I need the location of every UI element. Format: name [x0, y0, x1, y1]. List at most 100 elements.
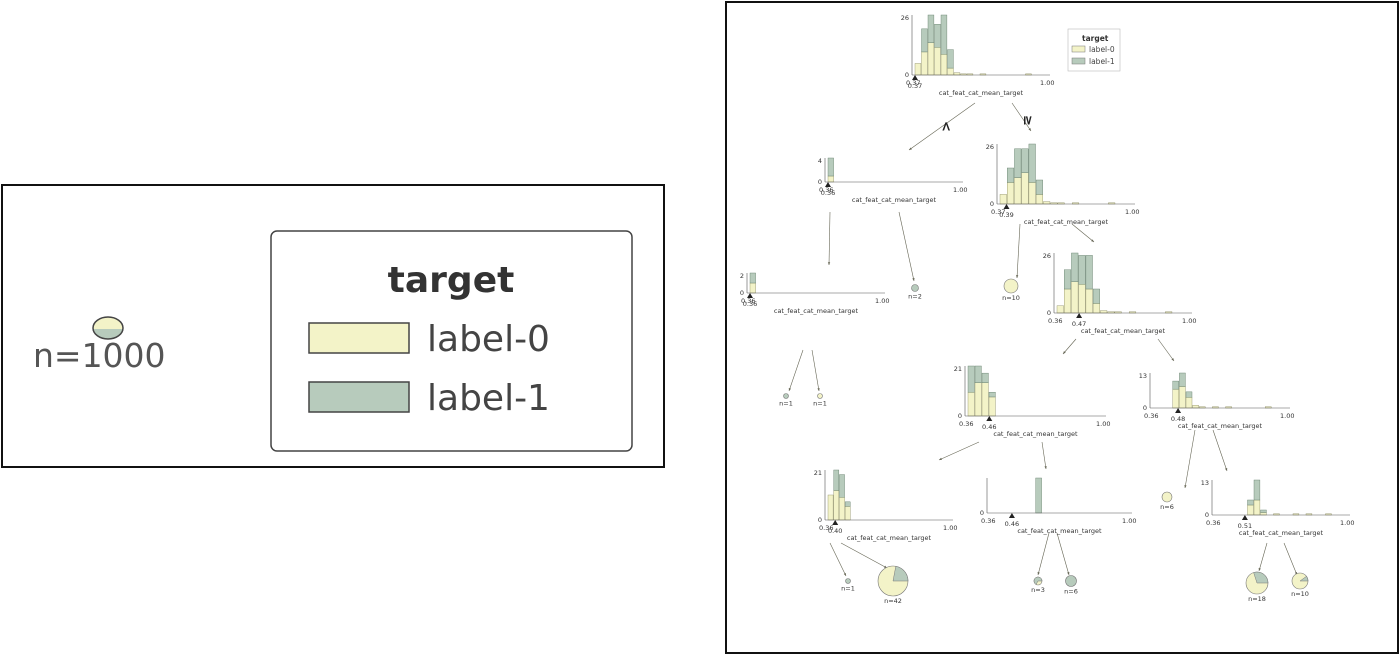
hist-bar-label-1: [947, 49, 954, 69]
hist-bar-label-0: [974, 382, 982, 417]
edge-arrowhead: [1063, 351, 1066, 354]
split-marker: [1076, 313, 1083, 318]
feature-label: cat_feat_cat_mean_target: [1239, 529, 1324, 537]
x-tick-min: 0.36: [819, 524, 833, 532]
hist-bar-label-0: [1028, 182, 1036, 205]
leaf-node-leaf-6b: n=6: [1064, 575, 1078, 596]
y-tick-zero: 0: [958, 412, 962, 420]
hist-bar-label-1: [1071, 252, 1079, 282]
root-pie-icon: [92, 316, 124, 340]
hist-bar-label-0: [934, 47, 941, 76]
feature-label: cat_feat_cat_mean_target: [1178, 422, 1263, 430]
tree-edge: [1157, 338, 1175, 362]
tree-legend: target label-0 label-1: [1067, 28, 1121, 72]
hist-bar-label-1: [1085, 255, 1093, 290]
feature-label: cat_feat_cat_mean_target: [774, 307, 859, 315]
leaf-node-leaf-2: n=2: [908, 284, 922, 301]
feature-label: cat_feat_cat_mean_target: [993, 430, 1078, 438]
y-tick-max: 21: [814, 469, 822, 477]
legend-swatch-label-1: [308, 381, 410, 413]
tree-edge: [1062, 338, 1077, 355]
x-tick-min: 0.37: [991, 208, 1005, 216]
split-marker: [986, 416, 993, 421]
leaf-node-leaf-18: n=18: [1245, 571, 1269, 603]
y-tick-zero: 0: [905, 71, 909, 79]
hist-bar-label-1: [1014, 148, 1022, 178]
hist-bar-label-1: [749, 272, 756, 284]
leaf-node-leaf-6a: n=6: [1160, 491, 1174, 511]
hist-bar-label-0: [1085, 288, 1093, 314]
x-tick-min: 0.37: [906, 79, 920, 87]
split-value-label: 0.46: [982, 423, 996, 431]
edge-arrowhead: [1044, 466, 1047, 469]
tree-edge: [898, 211, 915, 282]
hist-bar-label-1: [981, 372, 989, 383]
leaf-count-label: n=42: [884, 597, 902, 605]
edge-arrowhead: [843, 573, 846, 576]
x-tick-max: 1.00: [1340, 519, 1354, 527]
y-tick-max: 21: [954, 365, 962, 373]
x-tick-min: 0.36: [819, 186, 833, 194]
root-pie-label0-slice: [93, 317, 123, 329]
hist-bar-label-1: [967, 365, 975, 393]
x-tick-max: 1.00: [1096, 420, 1110, 428]
hist-bar-label-0: [827, 175, 834, 183]
edge-arrowhead: [1028, 128, 1031, 131]
hist-bar-label-0: [967, 391, 975, 417]
split-value-label: 0.40: [828, 527, 842, 535]
leaf-node-leaf-42: n=42: [877, 565, 909, 605]
tree-edge: [1184, 429, 1196, 489]
leaf-count-label: n=18: [1248, 595, 1266, 603]
split-marker: [1175, 408, 1182, 413]
summary-legend: target label-0 label-1: [270, 230, 633, 452]
leaf-count-label: n=6: [1160, 503, 1174, 511]
tree-edge: [811, 349, 820, 392]
leaf-pie: [1161, 491, 1173, 503]
x-tick-max: 1.00: [1040, 79, 1054, 87]
hist-bar-label-0: [1071, 281, 1079, 314]
x-tick-min: 0.36: [1144, 412, 1158, 420]
x-tick-min: 0.36: [741, 297, 755, 305]
leaf-pie-label-1: [892, 565, 909, 582]
y-tick-zero: 0: [818, 516, 822, 524]
y-tick-zero: 0: [980, 509, 984, 517]
x-tick-max: 1.00: [1182, 317, 1196, 325]
hist-bar-label-0: [1056, 305, 1064, 314]
hist-bar-label-1: [1035, 179, 1043, 195]
split-value-label: 0.36: [821, 189, 835, 197]
tree-edge: [938, 441, 980, 461]
hist-bar-label-0: [1035, 194, 1043, 205]
hist-bar-label-1: [940, 14, 948, 55]
hist-bar-label-1: [1253, 479, 1261, 501]
tree-edge: [1283, 542, 1298, 576]
leaf-count-label: n=1: [813, 400, 827, 408]
hist-bar-label-0: [1247, 504, 1254, 516]
hist-bar-label-0: [1078, 284, 1086, 314]
hist-bar-label-0: [1179, 386, 1186, 409]
hist-bar-label-0: [1007, 182, 1015, 205]
leaf-pie-label-1: [1299, 575, 1309, 582]
hist-bar-label-1: [1035, 477, 1042, 514]
hist-bar-label-0: [947, 67, 954, 76]
y-tick-max: 26: [1043, 252, 1051, 260]
leaf-count-label: n=1: [779, 400, 793, 408]
leaf-pie: [1003, 278, 1019, 294]
leaf-count-label: n=6: [1064, 588, 1078, 596]
split-value-label: 0.51: [1238, 522, 1252, 530]
split-marker: [1008, 513, 1015, 518]
hist-bar-label-1: [921, 28, 928, 53]
hist-bar-label-0: [1043, 201, 1051, 205]
split-marker: [747, 293, 753, 298]
tree-edge: [1071, 223, 1095, 243]
hist-bar-label-0: [1172, 388, 1179, 409]
tree-edge: [908, 102, 976, 151]
split-value-label: 0.47: [1072, 320, 1086, 328]
leaf-pie-label-1: [1253, 571, 1269, 584]
hist-bar-label-1: [1185, 391, 1193, 398]
